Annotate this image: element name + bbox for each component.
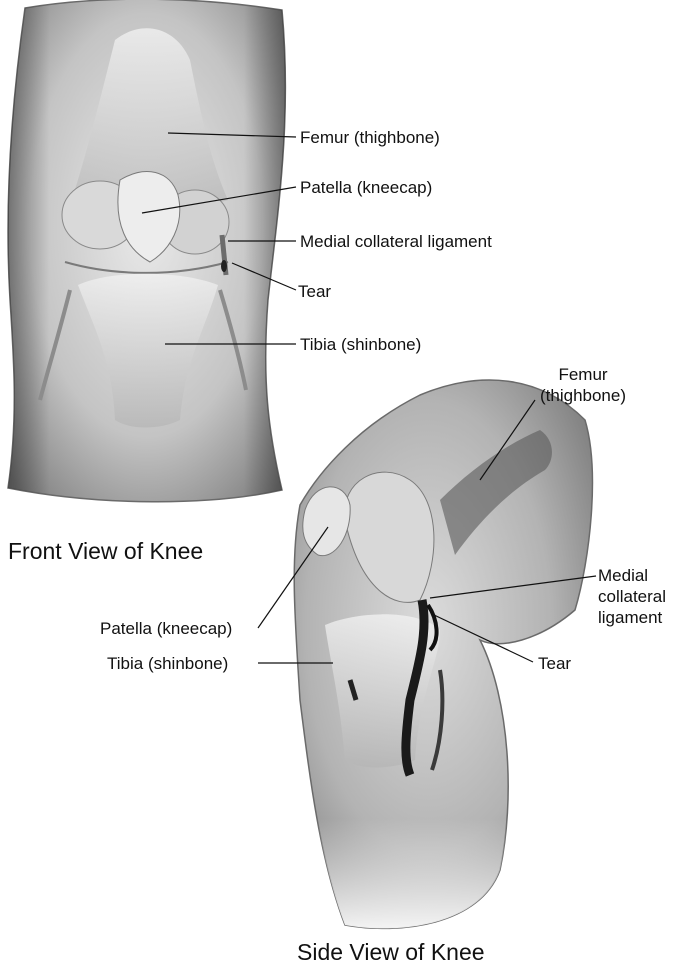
label-side-patella: Patella (kneecap) <box>100 618 232 639</box>
label-side-tear: Tear <box>538 653 571 674</box>
label-front-patella: Patella (kneecap) <box>300 177 432 198</box>
label-front-mcl: Medial collateral ligament <box>300 231 492 252</box>
label-front-tear: Tear <box>298 281 331 302</box>
caption-front-view: Front View of Knee <box>8 537 203 565</box>
label-front-tibia: Tibia (shinbone) <box>300 334 421 355</box>
label-side-mcl: Medial collateral ligament <box>598 565 666 628</box>
caption-side-view: Side View of Knee <box>297 938 485 966</box>
label-front-femur: Femur (thighbone) <box>300 127 440 148</box>
label-side-femur: Femur (thighbone) <box>540 364 626 406</box>
front-knee-drawing <box>8 0 285 502</box>
label-side-tibia: Tibia (shinbone) <box>107 653 228 674</box>
